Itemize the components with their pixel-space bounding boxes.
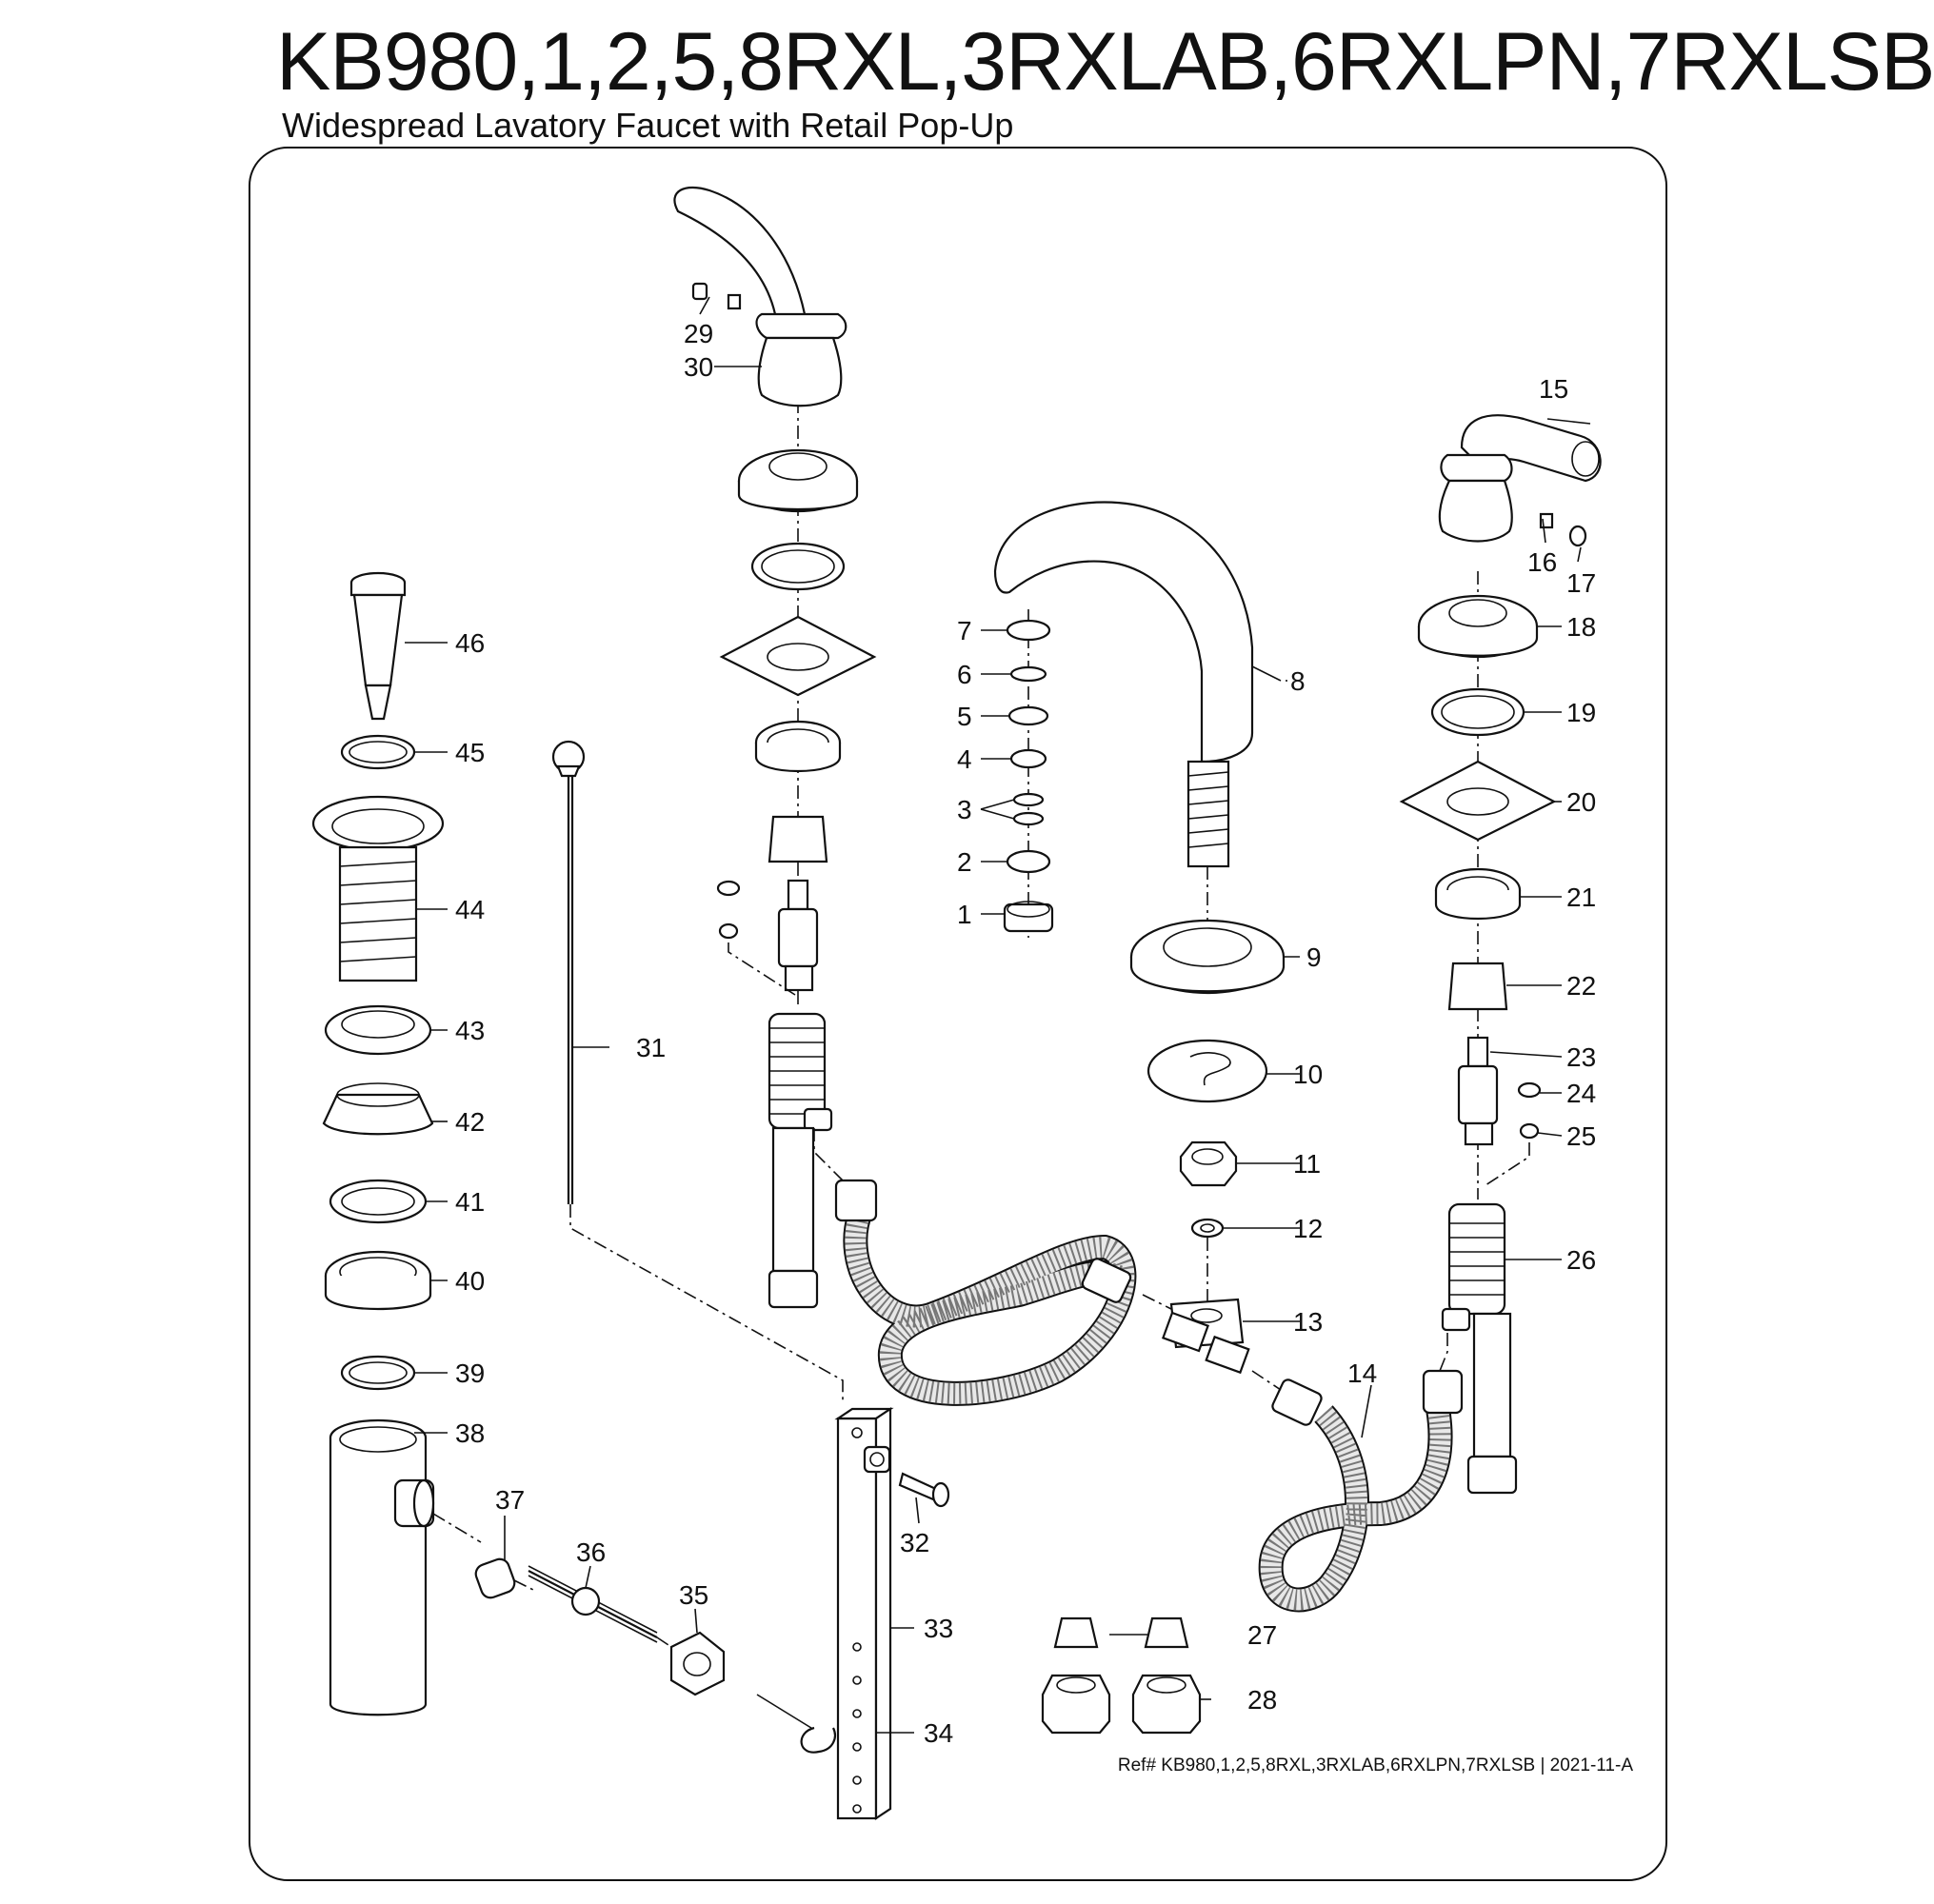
- callout-16: 16: [1527, 547, 1557, 577]
- callout-14: 14: [1347, 1359, 1377, 1388]
- callout-26: 26: [1566, 1245, 1596, 1275]
- callout-10: 10: [1293, 1060, 1323, 1089]
- callout-9: 9: [1306, 942, 1322, 972]
- callout-40: 40: [455, 1266, 485, 1296]
- callout-20: 20: [1566, 787, 1596, 817]
- callout-13: 13: [1293, 1307, 1323, 1337]
- callout-6: 6: [957, 660, 972, 689]
- callout-29: 29: [684, 319, 713, 348]
- popup-linkage: [551, 740, 950, 1821]
- callout-8: 8: [1290, 666, 1306, 696]
- callout-2: 2: [957, 847, 972, 877]
- callout-46: 46: [455, 628, 485, 658]
- callout-37: 37: [495, 1485, 525, 1515]
- callout-38: 38: [455, 1418, 485, 1448]
- callout-35: 35: [679, 1580, 708, 1610]
- callout-30: 30: [684, 352, 713, 382]
- drain-assembly: [311, 571, 887, 1805]
- callout-22: 22: [1566, 971, 1596, 1001]
- callout-19: 19: [1566, 698, 1596, 727]
- callout-15: 15: [1539, 374, 1568, 404]
- callout-34: 34: [924, 1718, 953, 1748]
- callout-23: 23: [1566, 1042, 1596, 1072]
- callout-44: 44: [455, 895, 485, 924]
- callout-numbers: 1 2 3 4 5 6 7 8 9 10 11 12 13 14 15 16 1…: [455, 319, 1596, 1748]
- leader-lines: [405, 296, 1591, 1734]
- callout-43: 43: [455, 1016, 485, 1045]
- callout-24: 24: [1566, 1079, 1596, 1108]
- callout-31: 31: [636, 1033, 666, 1062]
- diagram-title: KB980,1,2,5,8RXL,3RXLAB,6RXLPN,7RXLSB: [276, 16, 1934, 108]
- callout-39: 39: [455, 1359, 485, 1388]
- callout-41: 41: [455, 1187, 485, 1217]
- callout-5: 5: [957, 702, 972, 731]
- compression-fittings: [1041, 1616, 1202, 1735]
- diagram-frame: [249, 147, 1667, 1881]
- callout-42: 42: [455, 1107, 485, 1137]
- supply-hoses: [813, 1128, 1464, 1613]
- callout-3: 3: [957, 795, 972, 824]
- left-handle-assembly: [673, 186, 877, 1309]
- callout-28: 28: [1247, 1685, 1277, 1715]
- callout-17: 17: [1566, 568, 1596, 598]
- diagram-subtitle: Widespread Lavatory Faucet with Retail P…: [282, 106, 1014, 145]
- callout-11: 11: [1293, 1149, 1321, 1179]
- callout-36: 36: [576, 1537, 606, 1567]
- callout-45: 45: [455, 738, 485, 767]
- spout-assembly: [993, 501, 1286, 1239]
- callout-27: 27: [1247, 1620, 1277, 1650]
- callout-25: 25: [1566, 1121, 1596, 1151]
- reference-footer: Ref# KB980,1,2,5,8RXL,3RXLAB,6RXLPN,7RXL…: [1117, 1755, 1633, 1775]
- right-handle-assembly: [1399, 414, 1602, 1495]
- callout-4: 4: [957, 744, 972, 774]
- callout-32: 32: [900, 1528, 929, 1557]
- callout-21: 21: [1566, 883, 1596, 912]
- callout-18: 18: [1566, 612, 1596, 642]
- callout-12: 12: [1293, 1214, 1323, 1243]
- callout-33: 33: [924, 1614, 953, 1643]
- callout-7: 7: [957, 616, 972, 645]
- callout-1: 1: [957, 900, 972, 929]
